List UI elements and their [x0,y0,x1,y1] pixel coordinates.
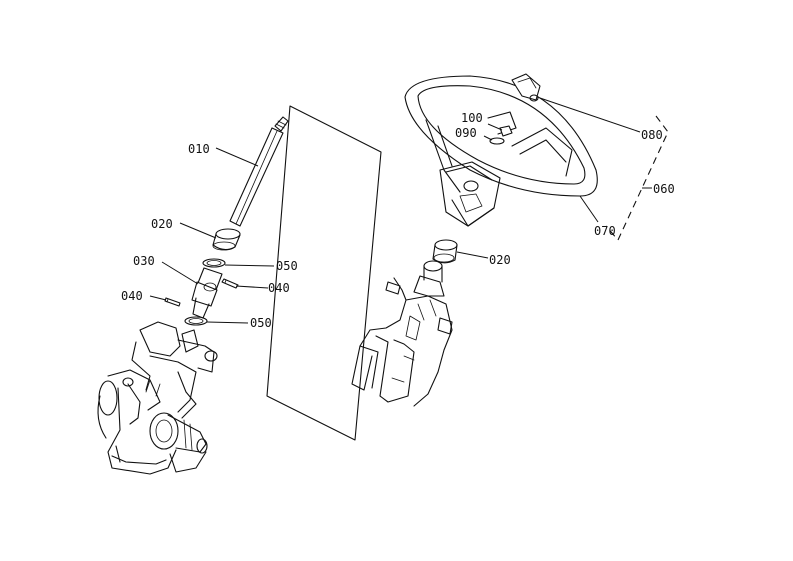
nut-100 [499,125,513,137]
steering-gearbox [97,321,218,475]
steering-shaft-010 [229,116,289,227]
callout-100: 100 [461,111,483,125]
universal-joint-030 [191,267,223,319]
callout-050-lower: 050 [250,316,272,330]
callout-070: 070 [594,224,616,238]
steering-column-housing [351,260,453,407]
snap-ring-050-lower [184,316,208,326]
callout-030: 030 [133,254,155,268]
subassembly-frame [266,105,382,441]
leader-040-right [235,285,269,289]
callout-020-right: 020 [489,253,511,267]
leader-070 [579,195,599,223]
bushing-020-left [212,228,241,251]
callout-020-left: 020 [151,217,173,231]
leader-080 [539,97,641,133]
leader-040-left [149,295,167,301]
callout-090: 090 [455,126,477,140]
bracket-060 [605,115,669,242]
leader-050-lower [206,321,249,324]
pin-040-left [164,297,181,307]
callout-040-left: 040 [121,289,143,303]
callout-040-right: 040 [268,281,290,295]
leader-100 [487,123,503,131]
leader-050-upper [224,264,275,267]
horn-cap-080 [511,73,541,102]
washer-090 [489,137,505,145]
leader-090 [483,135,493,141]
callout-060: 060 [653,182,675,196]
snap-ring-050-upper [202,258,226,268]
callout-080: 080 [641,128,663,142]
leader-020-right [456,251,489,259]
callout-050-upper: 050 [276,259,298,273]
steering-wheel-070 [404,75,598,227]
pin-040-right [221,278,239,289]
leader-010 [215,147,259,167]
callout-010: 010 [188,142,210,156]
leader-020-left [179,222,217,239]
bushing-020-right [432,239,458,264]
leader-030 [161,261,199,285]
